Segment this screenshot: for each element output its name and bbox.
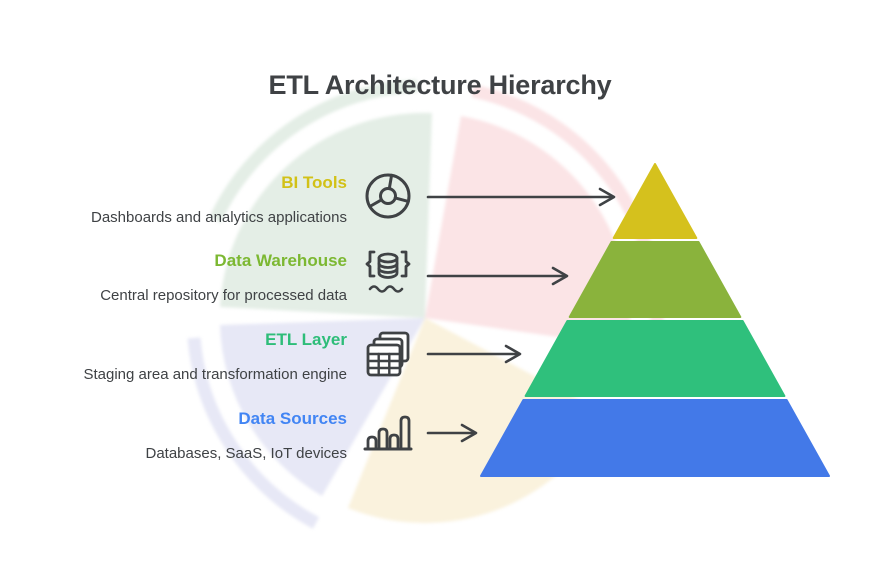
level-row-etl-layer: ETL Layer Staging area and transformatio… <box>7 330 347 383</box>
level-label: ETL Layer <box>265 330 347 349</box>
level-description: Staging area and transformation engine <box>83 366 347 383</box>
level-description: Databases, SaaS, IoT devices <box>145 445 347 462</box>
level-description: Dashboards and analytics applications <box>91 209 347 226</box>
bar-chart-icon <box>363 415 413 451</box>
watermark-pink-slice <box>425 116 631 347</box>
database-lake-icon <box>365 250 411 293</box>
level-label: Data Sources <box>238 409 347 428</box>
level-row-data-sources: Data Sources Databases, SaaS, IoT device… <box>7 409 347 462</box>
level-label: BI Tools <box>281 173 347 192</box>
level-row-data-warehouse: Data Warehouse Central repository for pr… <box>7 251 347 304</box>
page-title: ETL Architecture Hierarchy <box>268 70 612 100</box>
stacked-tables-icon <box>366 331 410 377</box>
level-description: Central repository for processed data <box>100 287 347 304</box>
level-label: Data Warehouse <box>214 251 347 270</box>
level-row-bi-tools: BI Tools Dashboards and analytics applic… <box>7 173 347 226</box>
watermark-lavender-arc <box>187 337 320 529</box>
watermark-green-arc <box>209 79 418 223</box>
gauge-wheel-icon <box>365 173 411 219</box>
